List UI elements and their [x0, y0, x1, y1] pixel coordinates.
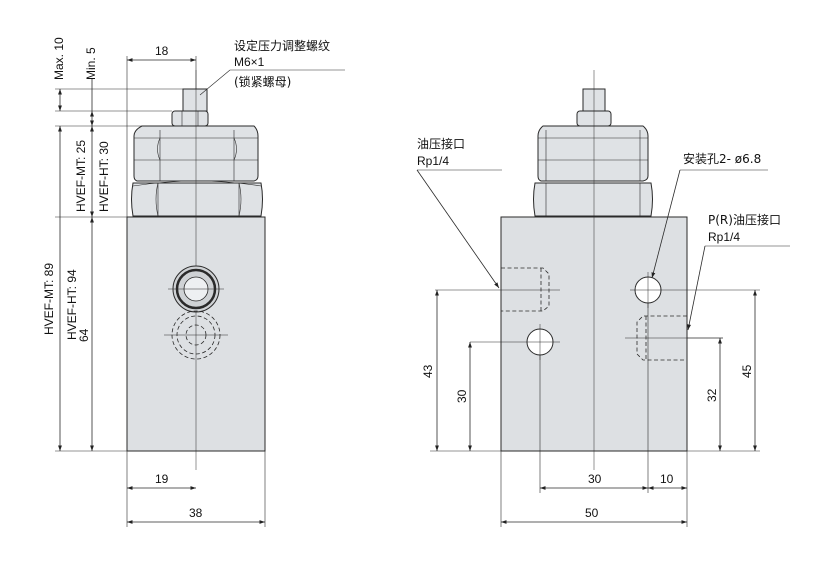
side-lower-nut — [533, 182, 653, 217]
label-pr-port-1: P(R)油压接口 — [708, 212, 781, 227]
dim-nut-height-ht: HVEF-HT: 30 — [97, 141, 111, 212]
front-lower-hex-nut — [131, 180, 263, 217]
side-port-left-hidden — [435, 267, 560, 312]
side-view: 43 30 32 45 30 10 50 油压接口 Rp1/4 安装孔2- ø6… — [416, 70, 790, 527]
dim-top-hole-height: 45 — [740, 364, 754, 378]
label-oil-port-1: 油压接口 — [417, 136, 465, 151]
dim-width-top: 18 — [155, 44, 169, 58]
label-adjust-screw-3: (锁紧螺母) — [234, 74, 291, 89]
front-port-solid — [168, 265, 224, 313]
dim-hole-edge: 10 — [660, 472, 674, 486]
dim-port-height: 43 — [421, 364, 435, 378]
label-mount-hole: 安装孔2- ø6.8 — [683, 151, 761, 166]
dim-nut-height-mt: HVEF-MT: 25 — [74, 140, 88, 212]
label-adjust-screw-2: M6×1 — [234, 55, 265, 69]
dim-pr-port-height: 32 — [705, 388, 719, 402]
dim-total-height-ht: HVEF-HT: 94 — [65, 269, 79, 340]
dim-hole-height: 30 — [455, 389, 469, 403]
label-adjust-screw-1: 设定压力调整螺纹 — [234, 38, 330, 53]
dim-min-stroke: Min. 5 — [84, 47, 98, 80]
side-upper-nut — [537, 125, 649, 182]
label-pr-port-2: Rp1/4 — [708, 230, 740, 244]
label-oil-port-2: Rp1/4 — [417, 154, 449, 168]
dim-max-stroke: Max. 10 — [52, 37, 66, 80]
front-port-hidden — [164, 310, 228, 360]
dim-center-offset: 19 — [155, 472, 169, 486]
dim-hole-spacing: 30 — [588, 472, 602, 486]
dim-body-width-front: 38 — [189, 506, 203, 520]
dim-total-height-mt: HVEF-MT: 89 — [42, 263, 56, 335]
front-lock-nut — [171, 110, 209, 127]
dim-body-width-side: 50 — [585, 506, 599, 520]
front-view: Max. 10 Min. 5 HVEF-MT: 25 HVEF-HT: 30 H… — [42, 37, 345, 527]
dim-body-height: 64 — [77, 328, 91, 342]
